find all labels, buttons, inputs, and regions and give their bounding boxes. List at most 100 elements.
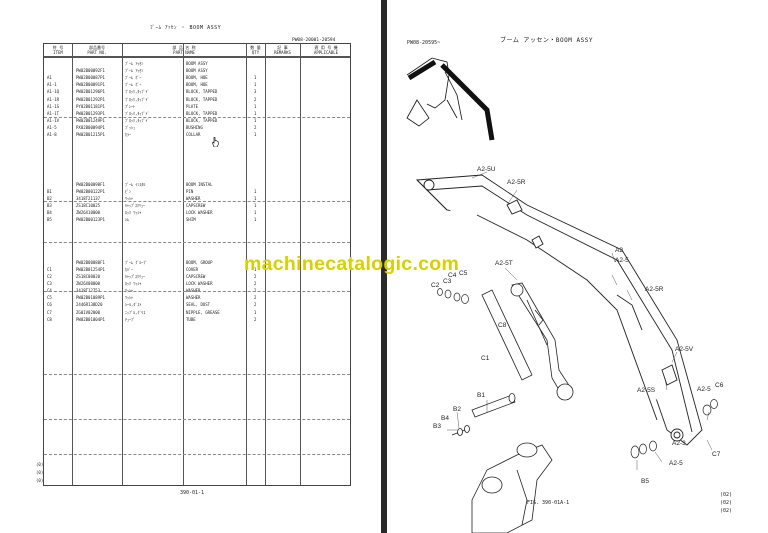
cell-qty: 1 xyxy=(254,266,257,272)
cell-item: A1-1T xyxy=(47,110,60,116)
cell-jp: ﾌﾞｰﾑ ｸﾞﾙｰﾌﾟ xyxy=(125,259,148,265)
svg-text:C7: C7 xyxy=(712,451,721,458)
svg-text:B3: B3 xyxy=(433,423,441,430)
cell-qty: 1 xyxy=(254,75,257,81)
cell-part: 2446R138D20 xyxy=(76,302,103,308)
svg-text:B4: B4 xyxy=(441,415,449,422)
cell-en: LOCK WASHER xyxy=(186,281,213,287)
cell-en: BLOCK, TAPPED xyxy=(186,110,218,116)
cell-en: COVER xyxy=(186,266,199,272)
cell-qty: 2 xyxy=(254,316,257,322)
cell-item: B2 xyxy=(47,195,52,201)
table-row xyxy=(44,152,350,159)
cell-qty: 1 xyxy=(254,82,257,88)
cell-jp: ｼﾑ xyxy=(125,217,129,223)
cell-en: BUSHING xyxy=(186,124,203,130)
cell-part: PX02B00094P1 xyxy=(76,124,105,130)
cell-qty: 2 xyxy=(254,281,257,287)
cell-jp: ﾌﾟﾚｰﾄ xyxy=(125,103,135,109)
cell-qty: 1 xyxy=(254,203,257,208)
cell-part: PW02B00087P1 xyxy=(76,75,105,81)
cell-item: A1-1S xyxy=(47,103,60,109)
cell-en: BLOCK, TAPPED xyxy=(186,96,218,102)
cell-jp: ﾌﾞｯｼｭ xyxy=(125,124,135,130)
cell-en: COLLAR xyxy=(186,132,201,137)
cell-part: PW02B00088F1 xyxy=(76,259,105,265)
cell-part: PW02B01292P1 xyxy=(76,96,105,102)
cell-jp: ｶﾊﾞｰ xyxy=(125,266,133,272)
cell-en: SHIM xyxy=(186,217,196,223)
cell-qty: 1 xyxy=(254,103,257,109)
svg-text:A2-5R: A2-5R xyxy=(645,286,664,293)
leader-lines xyxy=(447,171,713,470)
svg-text:A2-5U: A2-5U xyxy=(477,166,496,173)
doc-number: PW08-20595~ xyxy=(407,40,441,46)
serial-id: (0) xyxy=(36,462,44,467)
cell-item: C1 xyxy=(47,266,52,272)
serial-id: (0) xyxy=(36,478,44,483)
cell-part: ZS18C10025 xyxy=(76,203,101,208)
cell-item: B5 xyxy=(47,217,52,223)
cell-en: BLOCK, TAPPED xyxy=(186,89,218,95)
cell-part: PW02B00092F1 xyxy=(76,68,105,74)
svg-text:C3: C3 xyxy=(443,278,452,285)
cell-part: PW02B01293P1 xyxy=(76,110,105,116)
cell-item: A1-1V xyxy=(47,117,60,123)
excavator-thumbnail xyxy=(406,57,495,141)
cell-en: BLOCK, TAPPED xyxy=(186,117,218,123)
revision-code: (02) xyxy=(720,508,733,514)
cell-part: PW02B00098F1 xyxy=(76,181,105,187)
page-number: 390-01-1 xyxy=(180,490,205,496)
cell-item: A1-8 xyxy=(47,132,57,137)
cell-item: B1 xyxy=(47,188,52,194)
page-title: ﾌﾞｰﾑ ｱｯｾﾝ ・ BOOM ASSY xyxy=(150,25,222,31)
cell-jp: ﾌﾞｰﾑ ﾎﾞｰ xyxy=(125,75,142,81)
cell-jp: ﾛｯｸ ﾜｯｼｬ xyxy=(125,281,142,287)
cell-en: WASHER xyxy=(186,295,201,301)
cell-en: PLATE xyxy=(186,103,199,109)
cell-en: BOOM, HOE xyxy=(186,82,208,88)
cell-jp: ﾆｯﾌﾟﾙ,ｸﾞﾘｽ xyxy=(125,309,146,315)
cell-jp: ﾌﾞｰﾑ ﾎﾞｰ xyxy=(125,82,142,88)
svg-text:A2-5S: A2-5S xyxy=(637,387,656,394)
svg-text:A2-5V: A2-5V xyxy=(675,346,694,353)
cell-en: CAPSCREW xyxy=(186,203,206,208)
svg-text:C4: C4 xyxy=(448,272,457,279)
cell-item: A1-5 xyxy=(47,124,57,130)
table-row xyxy=(44,245,350,252)
cell-jp: ﾌﾞｰﾑ ｱｯｾﾝ xyxy=(125,61,144,66)
svg-text:A2-5: A2-5 xyxy=(697,386,711,393)
boom-body xyxy=(415,174,703,446)
cell-item: C6 xyxy=(47,302,52,308)
svg-text:A2: A2 xyxy=(615,247,623,254)
cell-jp: ﾌﾞﾛｯｸ,ﾀｯﾌﾟﾄﾞ xyxy=(125,96,150,102)
table-row xyxy=(44,230,350,237)
parts-list-page: ﾌﾞｰﾑ ｱｯｾﾝ ・ BOOM ASSY PW08-20001-20594 符… xyxy=(0,0,381,533)
table-row xyxy=(44,238,350,245)
cell-item: C2 xyxy=(47,274,52,279)
table-row xyxy=(44,138,350,145)
cell-en: WASHER xyxy=(186,288,201,294)
cell-jp: ﾌﾞﾛｯｸ,ﾀｯﾌﾟﾄﾞ xyxy=(125,117,150,123)
cell-jp: ﾋﾟﾝ xyxy=(125,188,131,194)
cell-jp: ﾜｯｼｬ xyxy=(125,288,133,294)
cell-part: PY02B01181P1 xyxy=(76,103,105,109)
cell-en: CAPSCREW xyxy=(186,274,206,279)
cell-item: C7 xyxy=(47,309,52,315)
